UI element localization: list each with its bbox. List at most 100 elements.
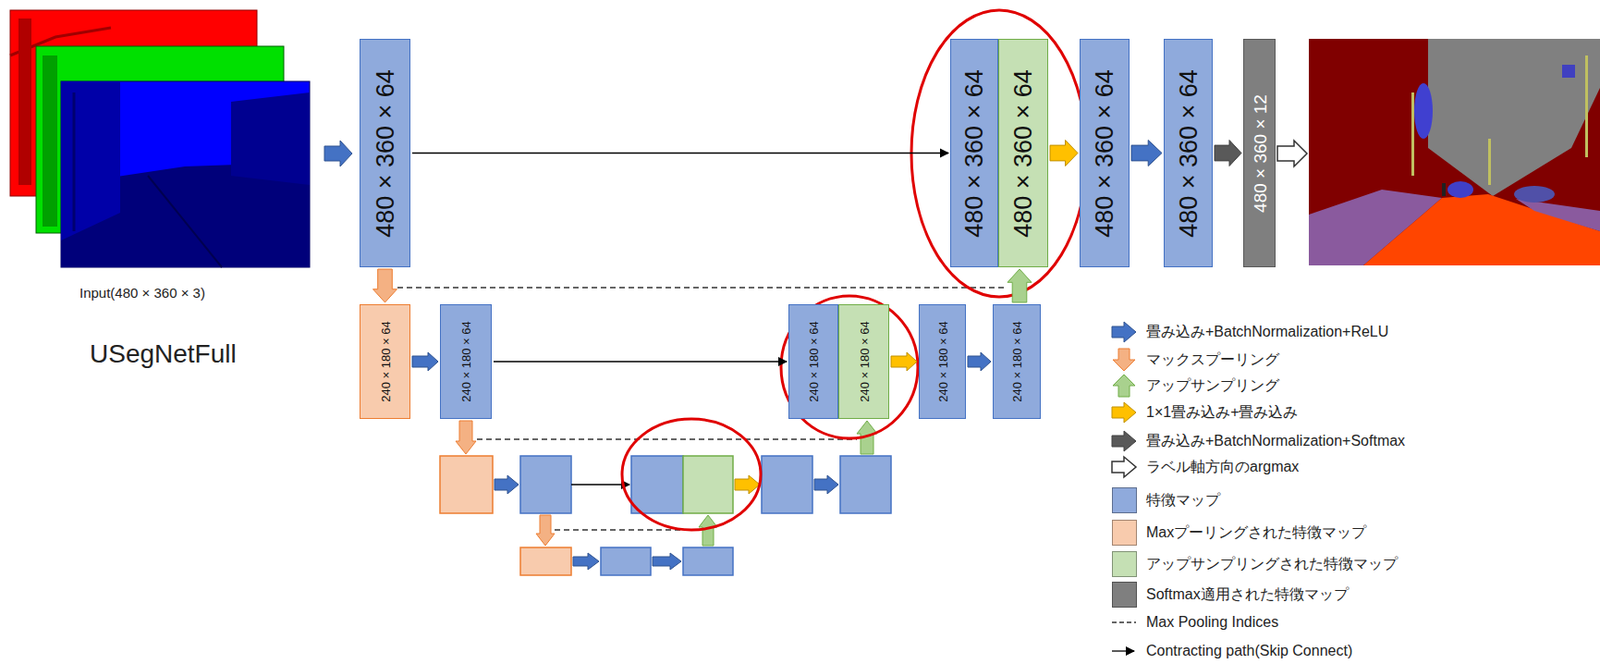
green-texture (42, 55, 58, 227)
skip-connection (571, 483, 630, 485)
feature-map (761, 455, 813, 513)
legend-text: ラベル軸方向のargmax (1146, 457, 1299, 477)
seg-sidewalk (1515, 198, 1600, 232)
legend-text: 特徴マップ (1146, 490, 1221, 510)
pooled-feature-map (520, 547, 572, 575)
legend-swatch (1111, 581, 1137, 608)
highlight-ellipse (622, 418, 761, 530)
feature-map-box: 240 × 180 × 64 (359, 304, 411, 419)
feature-map-box: 480 × 360 × 64 (998, 38, 1049, 268)
feature-map (840, 455, 892, 513)
legend-icon (1111, 621, 1136, 623)
dimension-text: 240 × 180 × 64 (857, 320, 870, 402)
legend-icon (1111, 430, 1136, 452)
pooling-arrow (455, 420, 477, 454)
feature-map (631, 455, 684, 513)
seg-pole (1585, 55, 1588, 158)
feature-map (600, 547, 651, 575)
legend-text: 1×1畳み込み+畳み込み (1146, 403, 1298, 422)
feature-map (683, 547, 733, 575)
legend-icon (1111, 402, 1136, 423)
feature-map-box: 240 × 180 × 64 (838, 304, 890, 419)
conv-arrow (494, 475, 519, 494)
dimension-text: 480 × 360 × 64 (372, 69, 398, 238)
conv-arrow (652, 552, 682, 570)
dimension-text: 240 × 180 × 64 (807, 320, 820, 402)
skip-connection (493, 360, 787, 362)
pooled-feature-map (439, 455, 493, 513)
dimension-text: 240 × 180 × 64 (1011, 320, 1024, 402)
highlight-ellipse (781, 295, 918, 439)
pooling-indices-line (476, 438, 857, 440)
legend-text: 畳み込み+BatchNormalization+ReLU (1146, 322, 1389, 342)
seg-building (1308, 38, 1600, 266)
seg-pole (1411, 92, 1415, 176)
legend-swatch (1111, 519, 1137, 546)
legend-icon (1111, 456, 1136, 477)
input-label: Input(480 × 360 × 3) (79, 284, 206, 301)
segmentation-output (1308, 38, 1600, 266)
blue-building (61, 81, 121, 241)
seg-pedestrian (1441, 183, 1446, 196)
blue-texture (147, 175, 222, 268)
feature-map-box: 240 × 180 × 64 (788, 304, 839, 419)
legend-text: Maxプーリングされた特徴マップ (1146, 523, 1367, 542)
legend-text: マックスプーリング (1146, 350, 1280, 369)
seg-car (1447, 181, 1474, 198)
dimension-text: 240 × 180 × 64 (460, 320, 473, 402)
dimension-text: 480 × 360 × 64 (1175, 69, 1201, 238)
legend-text: アップサンプリングされた特徴マップ (1146, 554, 1398, 574)
conv-arrow (573, 552, 599, 570)
block-arrow (412, 352, 439, 371)
feature-map-box: 240 × 180 × 64 (992, 304, 1041, 419)
block-arrow (891, 352, 917, 371)
legend-swatch (1111, 550, 1137, 577)
dimension-text: 240 × 180 × 64 (936, 320, 949, 402)
block-arrow (967, 352, 991, 371)
feature-map-box: 480 × 360 × 64 (950, 38, 999, 268)
feature-map (520, 455, 572, 513)
seg-road (1363, 194, 1600, 266)
dimension-text: 480 × 360 × 64 (962, 69, 988, 238)
block-arrow (1007, 268, 1032, 303)
block-arrow (1214, 140, 1242, 167)
legend-text: アップサンプリング (1146, 376, 1280, 395)
block-arrow (373, 268, 398, 303)
blue-texture (73, 92, 76, 232)
seg-sign (1562, 64, 1576, 78)
legend-text: Max Pooling Indices (1146, 612, 1279, 632)
feature-map-box: 480 × 360 × 64 (1163, 38, 1213, 268)
dimension-text: 480 × 360 × 64 (1011, 69, 1037, 238)
feature-map-box: 480 × 360 × 64 (1079, 38, 1130, 268)
red-texture (18, 18, 32, 185)
skip-connection (412, 152, 949, 154)
feature-map-box: 240 × 180 × 64 (439, 304, 492, 419)
dimension-text: 480 × 360 × 64 (1092, 69, 1118, 238)
upsampled-feature-map (683, 455, 733, 513)
blue-channel (61, 81, 310, 268)
dimension-text: 240 × 180 × 64 (378, 320, 391, 402)
feature-map-box: 480 × 360 × 64 (359, 38, 411, 268)
seg-car (1414, 83, 1433, 139)
argmax-arrow (1277, 140, 1307, 167)
conv-arrow (324, 140, 353, 167)
seg-pole (1488, 138, 1491, 185)
conv1x1-arrow (734, 475, 760, 494)
legend-text: Contracting path(Skip Connect) (1146, 641, 1353, 660)
feature-map-box: 480 × 360 × 12 (1243, 38, 1276, 268)
legend-text: 畳み込み+BatchNormalization+Softmax (1146, 431, 1405, 451)
block-arrow (1131, 140, 1162, 167)
legend-swatch (1111, 487, 1137, 513)
conv-arrow (814, 475, 839, 494)
feature-map-box: 240 × 180 × 64 (918, 304, 966, 419)
blue-building (231, 92, 310, 185)
seg-sky (1428, 38, 1600, 196)
legend-icon (1112, 348, 1136, 371)
legend-text: Softmax適用された特徴マップ (1146, 585, 1349, 604)
pooling-arrow (536, 514, 555, 546)
legend-icon (1112, 374, 1136, 397)
legend-icon (1111, 649, 1135, 651)
diagram-title: USegNetFull (89, 339, 237, 369)
legend-icon (1111, 321, 1136, 342)
block-arrow (1050, 140, 1078, 167)
